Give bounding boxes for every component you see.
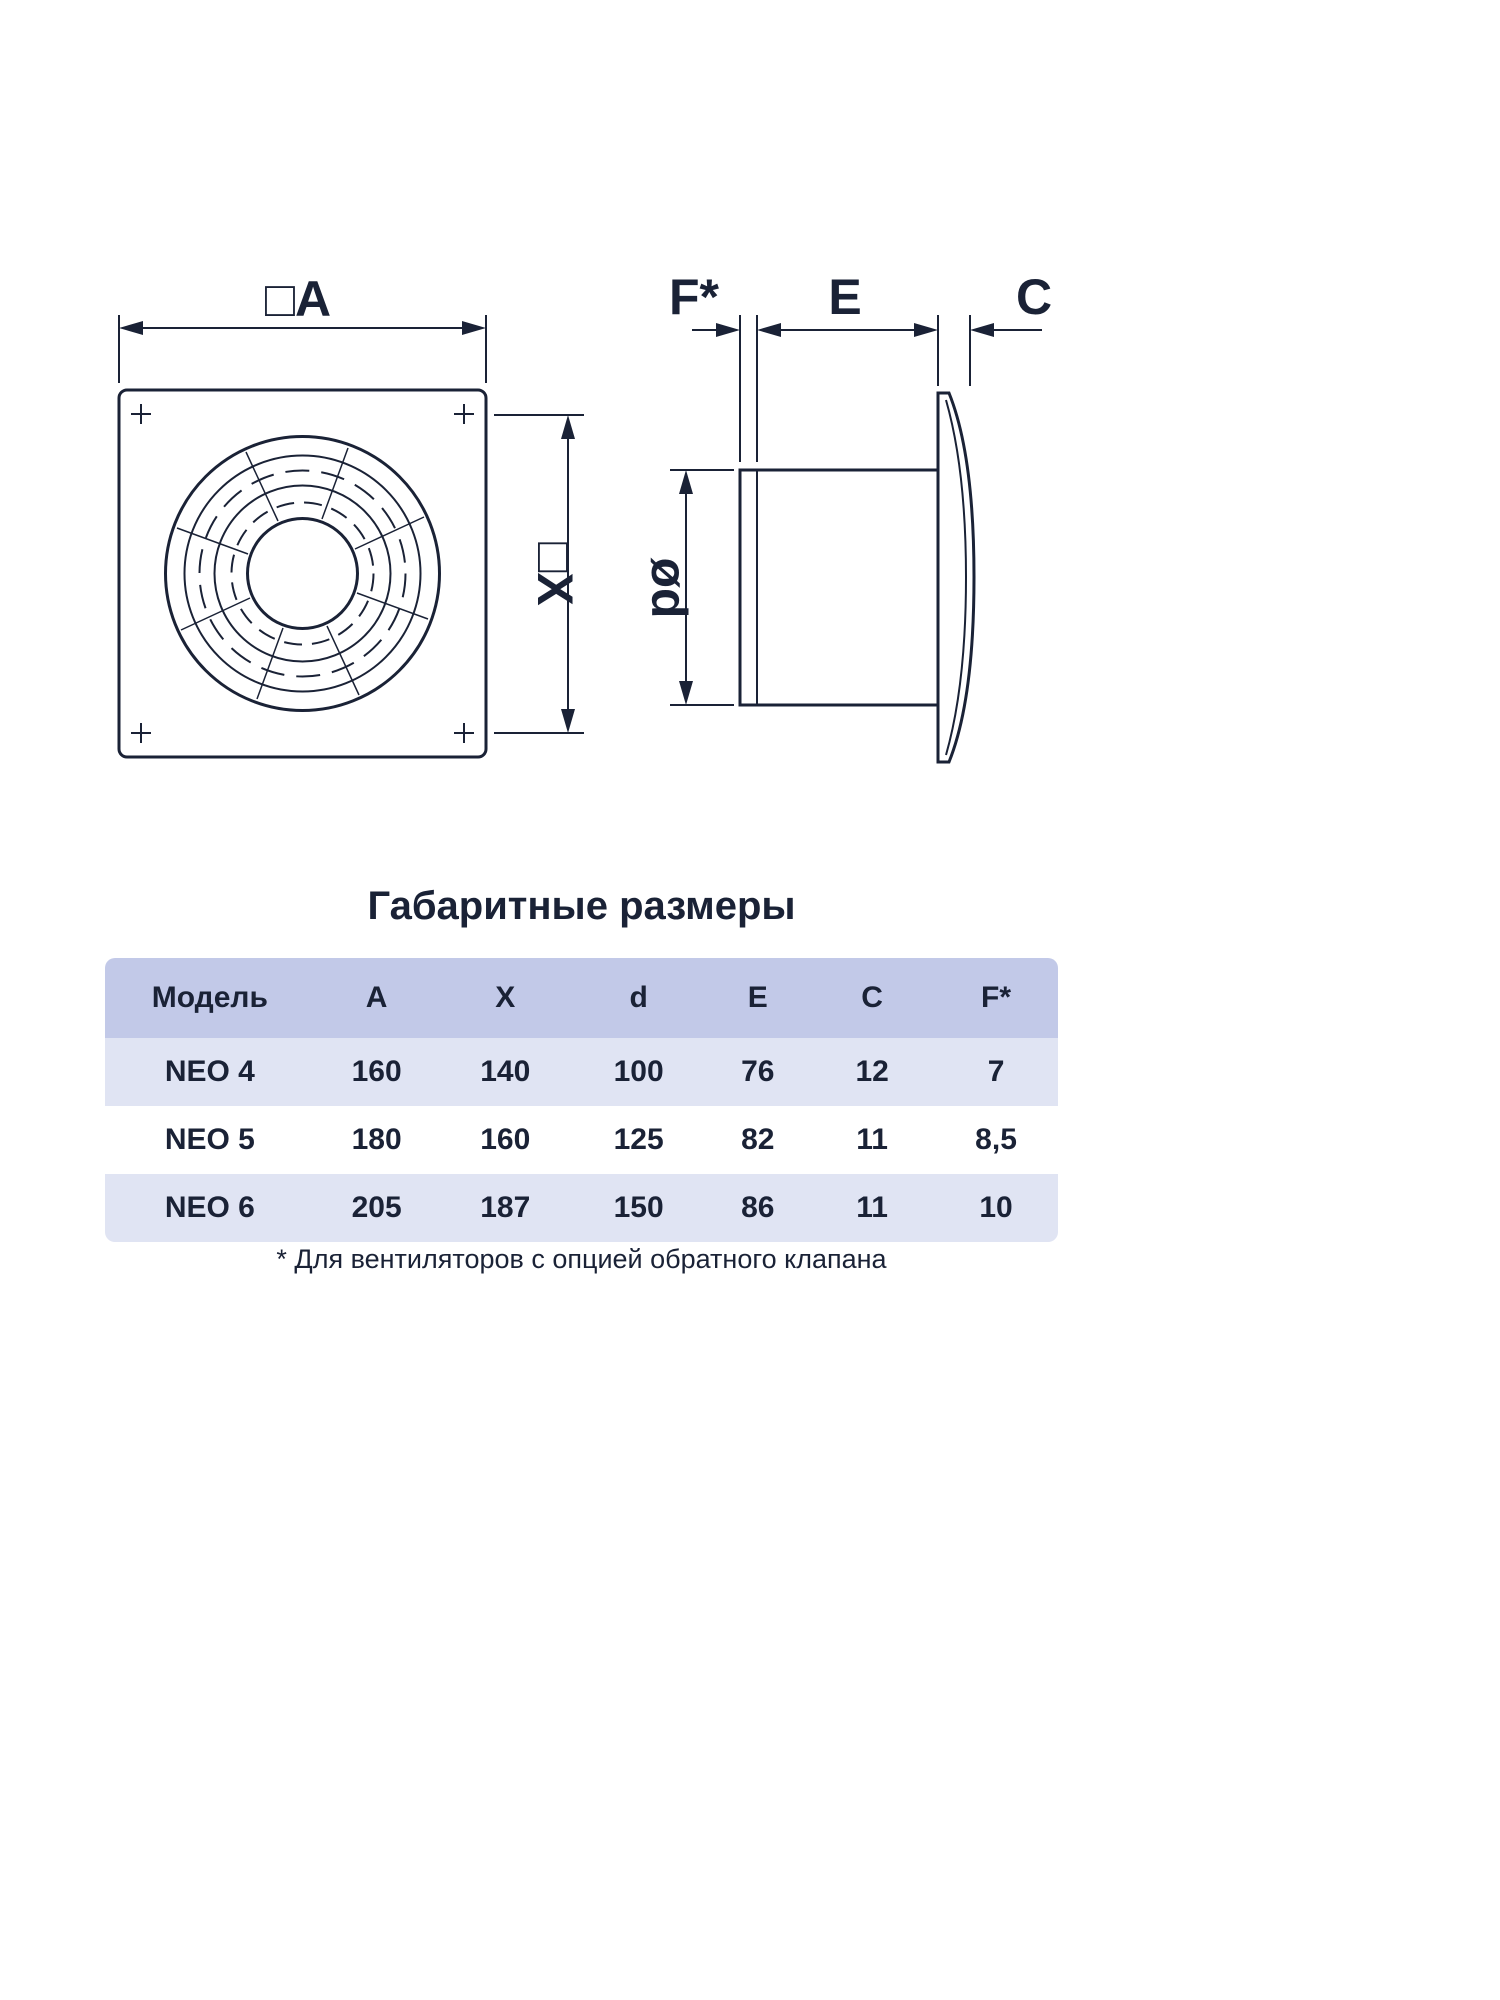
table-cell: 150 [613, 1191, 664, 1224]
table-row-neo6: NEO 6 205 187 150 86 11 10 [105, 1174, 1058, 1242]
side-view: F* E C ød [641, 269, 1052, 764]
table-cell: 10 [979, 1191, 1013, 1224]
dimensions-table: Модель A X d E C F* NEO 4 160 140 100 76… [105, 958, 1058, 1242]
table-cell: 82 [741, 1123, 775, 1156]
table-header-row: Модель A X d E C F* [105, 958, 1058, 1038]
table-cell: 187 [480, 1191, 531, 1224]
dimension-c: C [969, 269, 1052, 386]
front-panel-inner-curve [945, 399, 968, 756]
front-view: □A □X [117, 271, 584, 759]
table-cell: NEO 5 [164, 1123, 255, 1156]
table-header-cell-f: F* [981, 981, 1012, 1014]
table-header-cell-c: C [861, 981, 883, 1014]
table-cell: 205 [351, 1191, 402, 1224]
duct-body [738, 468, 940, 707]
table-cell: 100 [613, 1055, 664, 1088]
table-header-cell-d: d [629, 981, 648, 1014]
dimension-a-label: □A [265, 271, 331, 327]
table-cell: 11 [856, 1191, 888, 1224]
dimension-c-label: C [1016, 269, 1052, 325]
footnote: * Для вентиляторов с опцией обратного кл… [276, 1244, 887, 1274]
table-cell: 76 [741, 1055, 775, 1088]
table-cell: 7 [987, 1055, 1005, 1088]
grille-louver-lines [176, 447, 429, 700]
fan-grille [164, 435, 441, 712]
table-row-neo4: NEO 4 160 140 100 76 12 7 [105, 1038, 1058, 1106]
dimension-f-label: F* [669, 269, 720, 325]
technical-drawing: □A □X F* [117, 269, 1052, 764]
table-cell: 140 [480, 1055, 531, 1088]
front-panel [936, 391, 976, 764]
dimension-e: E [757, 269, 939, 386]
dimension-a: □A [118, 271, 487, 383]
table-cell: 8,5 [975, 1123, 1017, 1156]
table-cell: 86 [741, 1191, 775, 1224]
table-header-cell-e: E [747, 981, 768, 1014]
mounting-hole-marks [131, 404, 474, 743]
dimension-x-label: □X [527, 542, 583, 606]
dimension-d-label: ød [641, 557, 697, 618]
dimension-d: ød [641, 469, 734, 706]
table-cell: NEO 6 [164, 1191, 255, 1224]
table-cell: 180 [351, 1123, 402, 1156]
dimension-f: F* [669, 269, 758, 462]
dimension-e-label: E [828, 269, 861, 325]
table-cell: 125 [613, 1123, 664, 1156]
table-cell: 160 [480, 1123, 531, 1156]
fan-face-plate [117, 388, 488, 759]
table-cell: 160 [351, 1055, 402, 1088]
table-cell: NEO 4 [164, 1055, 255, 1088]
table-row-neo5: NEO 5 180 160 125 82 11 8,5 [105, 1106, 1058, 1174]
section-title: Габаритные размеры [367, 884, 796, 928]
table-header-cell-a: A [365, 981, 388, 1014]
table-header-cell-model: Модель [151, 981, 268, 1014]
dimension-x: □X [494, 414, 584, 734]
table-cell: 11 [856, 1123, 888, 1156]
table-header-cell-x: X [495, 981, 516, 1014]
table-cell: 12 [855, 1055, 889, 1088]
